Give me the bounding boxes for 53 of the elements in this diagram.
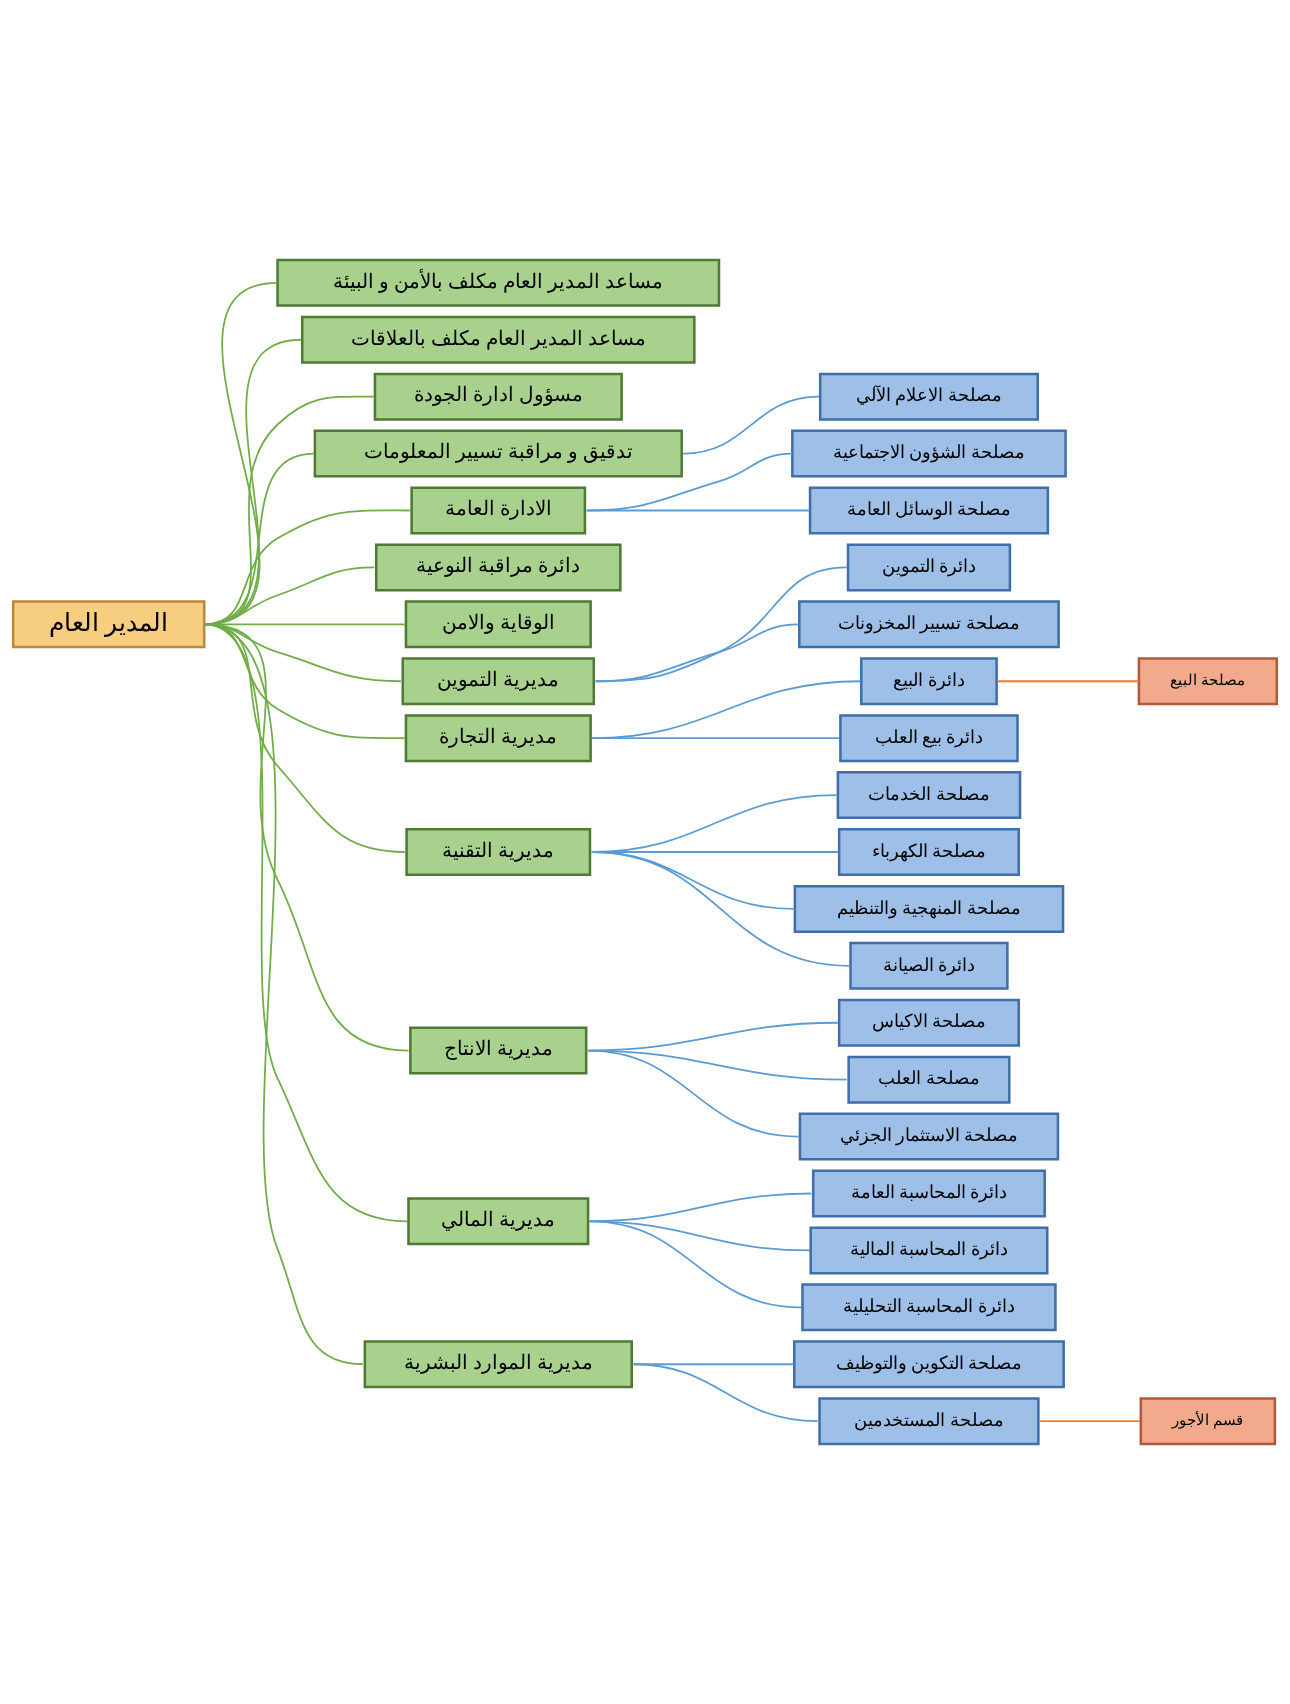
node-box: مسؤول ادارة الجودة — [373, 372, 623, 421]
node-box: مصلحة المستخدمين — [818, 1397, 1040, 1446]
node-box: مصلحة البيع — [1137, 657, 1279, 706]
node-box: المدير العام — [11, 600, 206, 649]
connector — [591, 851, 851, 967]
node-box: مصلحة تسيير المخزونات — [798, 600, 1060, 649]
connector — [682, 395, 820, 455]
connector — [203, 623, 409, 1223]
node-box: دائرة المحاسبة التحليلية — [801, 1283, 1057, 1332]
node-box: تدقيق و مراقبة تسيير المعلومات — [313, 429, 683, 478]
connector — [996, 680, 1140, 683]
node-box: مصلحة الاستثمار الجزئي — [798, 1112, 1060, 1161]
connector — [594, 623, 800, 683]
node-box: مصلحة الشؤون الاجتماعية — [791, 429, 1067, 478]
node-box: مصلحة التكوين والتوظيف — [793, 1340, 1065, 1389]
node-box: مصلحة المنهجية والتنظيم — [793, 884, 1065, 933]
connector — [588, 1220, 803, 1309]
node-box: مصلحة العلب — [847, 1055, 1011, 1104]
node-box: مديرية الموارد البشرية — [363, 1340, 633, 1389]
node-box: دائرة المحاسبة العامة — [811, 1169, 1046, 1218]
node-box: مديرية المالي — [407, 1197, 590, 1246]
node-box: مصلحة الوسائل العامة — [808, 486, 1050, 535]
node-box: دائرة المحاسبة المالية — [809, 1226, 1049, 1275]
node-box: مديرية الانتاج — [409, 1026, 588, 1075]
connector — [594, 566, 848, 683]
connector — [587, 1049, 800, 1138]
connector — [203, 509, 411, 626]
node-box: مساعد المدير العام مكلف بالعلاقات — [300, 315, 696, 364]
node-box: دائرة بيع العلب — [839, 714, 1019, 763]
node-box: الادارة العامة — [410, 486, 587, 535]
node-box: دائرة الصيانة — [849, 941, 1009, 990]
node-box: مصلحة الكهرباء — [837, 827, 1021, 877]
connector — [585, 509, 810, 512]
node-box: مصلحة الاكياس — [837, 998, 1021, 1047]
node-box: دائرة مراقبة النوعية — [374, 543, 622, 592]
connector — [632, 1363, 819, 1423]
connector — [203, 623, 410, 1052]
node-box: دائرة التموين — [846, 543, 1012, 592]
node-box: مساعد المدير العام مكلف بالأمن و البيئة — [276, 258, 721, 307]
connector — [591, 737, 841, 740]
connector — [591, 680, 862, 740]
connector — [203, 623, 406, 853]
node-box: مصلحة الخدمات — [836, 771, 1022, 820]
connector — [203, 623, 406, 740]
node-box: مصلحة الاعلام الآلي — [818, 372, 1039, 421]
connector — [203, 623, 406, 626]
node-box: الوقاية والامن — [404, 600, 592, 649]
node-box: قسم الأجور — [1139, 1397, 1277, 1446]
node-box: مديرية التجارة — [404, 714, 592, 763]
connector — [1039, 1420, 1141, 1423]
node-box: دائرة البيع — [860, 657, 998, 706]
node-box: مديرية التقنية — [405, 827, 592, 877]
node-box: مديرية التموين — [401, 657, 596, 706]
